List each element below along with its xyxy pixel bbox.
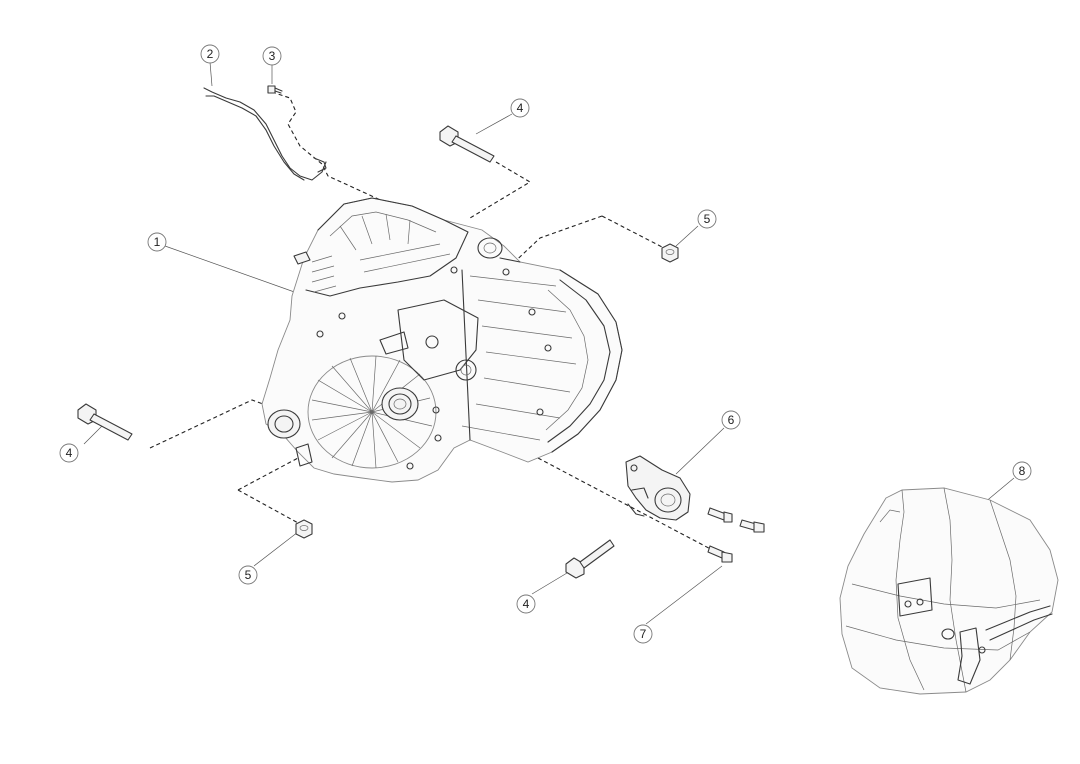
flange-bolt-icon <box>707 507 733 523</box>
callout-7: 7 <box>633 624 653 644</box>
assembly-dash-lines <box>149 91 721 555</box>
svg-text:5: 5 <box>245 568 252 582</box>
callout-8: 8 <box>1012 461 1032 481</box>
svg-text:5: 5 <box>704 212 711 226</box>
svg-text:1: 1 <box>154 235 161 249</box>
svg-text:2: 2 <box>207 47 214 61</box>
transmission-housing-icon <box>261 197 623 483</box>
flange-bolt-icon <box>707 545 733 563</box>
callout-4-top: 4 <box>510 98 530 118</box>
cover-icon <box>839 487 1059 695</box>
svg-text:6: 6 <box>728 413 735 427</box>
callout-5-right: 5 <box>697 209 717 229</box>
svg-text:4: 4 <box>523 597 530 611</box>
svg-text:4: 4 <box>66 446 73 460</box>
mount-bracket-icon <box>625 455 691 521</box>
callout-4-bottom: 4 <box>516 594 536 614</box>
bolt-icon <box>565 539 615 579</box>
svg-text:7: 7 <box>640 627 647 641</box>
wire-harness-icon <box>203 87 327 181</box>
callout-3: 3 <box>262 46 282 66</box>
svg-text:8: 8 <box>1019 464 1026 478</box>
leader-lines <box>83 61 1015 625</box>
small-screw-icon <box>267 85 283 94</box>
callout-4-left: 4 <box>59 443 79 463</box>
callout-6: 6 <box>721 410 741 430</box>
svg-text:4: 4 <box>517 101 524 115</box>
bolt-icon <box>439 125 495 163</box>
bolt-icon <box>77 403 133 441</box>
callout-5-left: 5 <box>238 565 258 585</box>
flange-bolt-icon <box>739 519 765 533</box>
nut-icon <box>661 243 679 263</box>
callout-1: 1 <box>147 232 167 252</box>
nut-icon <box>295 519 313 539</box>
svg-text:3: 3 <box>269 49 276 63</box>
callout-2: 2 <box>200 44 220 64</box>
